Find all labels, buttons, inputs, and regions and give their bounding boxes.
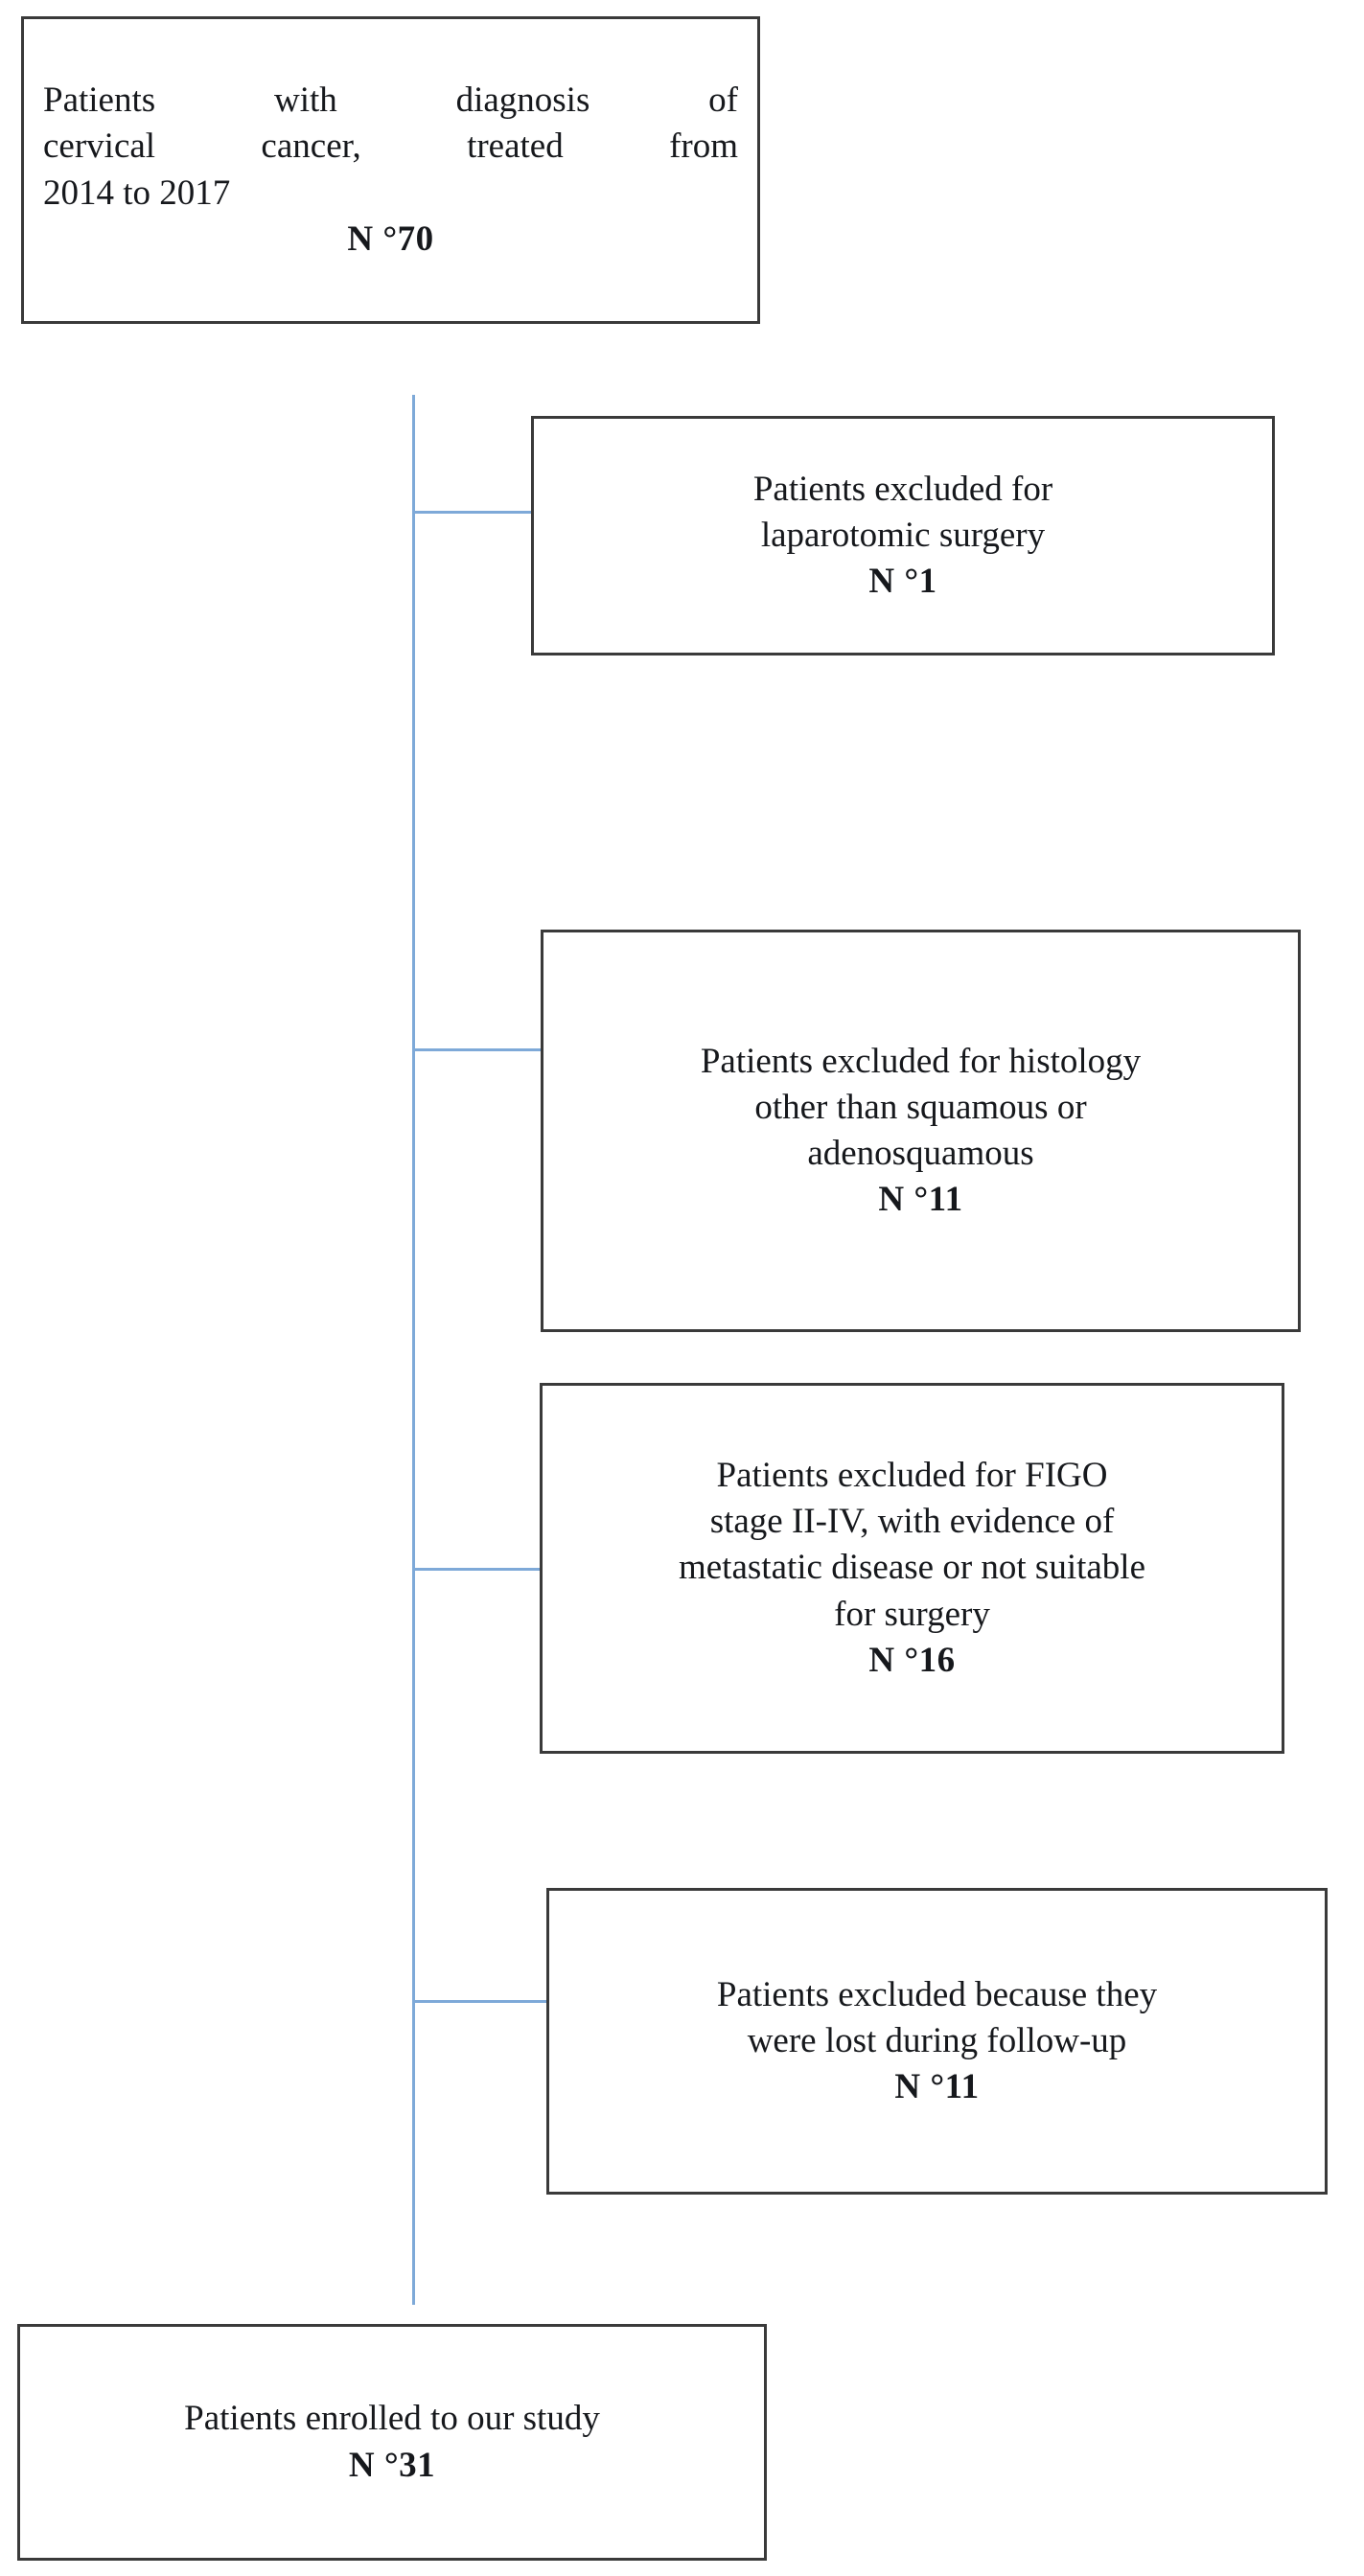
exclusion-3-line-1: were lost during follow-up: [747, 2020, 1127, 2060]
exclusion-2-line-2: metastatic disease or not suitable: [678, 1548, 1146, 1588]
exclusion-text-3: Patients excluded because they were lost…: [549, 1972, 1325, 2110]
connector-spine: [412, 395, 415, 2305]
exclusion-text-2: Patients excluded for FIGO stage II-IV, …: [543, 1453, 1282, 1683]
exclusion-1-count: N °11: [878, 1180, 963, 1220]
exclusion-node-laparotomic-surgery: Patients excluded for laparotomic surger…: [531, 416, 1275, 656]
exclusion-1-line-2: adenosquamous: [807, 1134, 1034, 1173]
branch-connector-3: [412, 1568, 542, 1571]
source-line-3: 2014 to 2017: [43, 172, 231, 213]
exclusion-2-line-3: for surgery: [834, 1594, 990, 1634]
source-cohort-text: Patients with diagnosis of cervical canc…: [24, 78, 757, 262]
enrolled-cohort-node: Patients enrolled to our study N °31: [17, 2324, 767, 2561]
source-line-1: Patients with diagnosis of: [43, 80, 738, 121]
branch-connector-2: [412, 1048, 543, 1051]
exclusion-node-figo-stage: Patients excluded for FIGO stage II-IV, …: [540, 1383, 1284, 1754]
branch-connector-4: [412, 2000, 548, 2003]
exclusion-2-count: N °16: [868, 1640, 956, 1680]
enrolled-cohort-text: Patients enrolled to our study N °31: [20, 2396, 764, 2488]
branch-connector-1: [412, 511, 533, 514]
exclusion-node-histology: Patients excluded for histology other th…: [541, 930, 1301, 1332]
exclusion-1-line-1: other than squamous or: [754, 1087, 1087, 1127]
exclusion-text-1: Patients excluded for histology other th…: [543, 1039, 1298, 1223]
source-cohort-node: Patients with diagnosis of cervical canc…: [21, 16, 760, 324]
exclusion-2-line-1: stage II-IV, with evidence of: [709, 1502, 1115, 1542]
final-line-1: Patients enrolled to our study: [184, 2399, 600, 2439]
exclusion-3-line-0: Patients excluded because they: [716, 1974, 1158, 2014]
exclusion-0-line-1: laparotomic surgery: [760, 515, 1046, 555]
source-count: N °70: [347, 218, 434, 259]
exclusion-0-line-0: Patients excluded for: [752, 469, 1053, 509]
source-line-2: cervical cancer, treated from: [43, 126, 738, 167]
exclusion-0-count: N °1: [868, 562, 937, 602]
final-count: N °31: [348, 2445, 436, 2485]
exclusion-3-count: N °11: [894, 2067, 980, 2107]
exclusion-1-line-0: Patients excluded for histology: [700, 1041, 1142, 1081]
exclusion-text-0: Patients excluded for laparotomic surger…: [534, 467, 1272, 605]
exclusion-2-line-0: Patients excluded for FIGO: [716, 1456, 1108, 1496]
exclusion-node-lost-to-followup: Patients excluded because they were lost…: [546, 1888, 1328, 2195]
